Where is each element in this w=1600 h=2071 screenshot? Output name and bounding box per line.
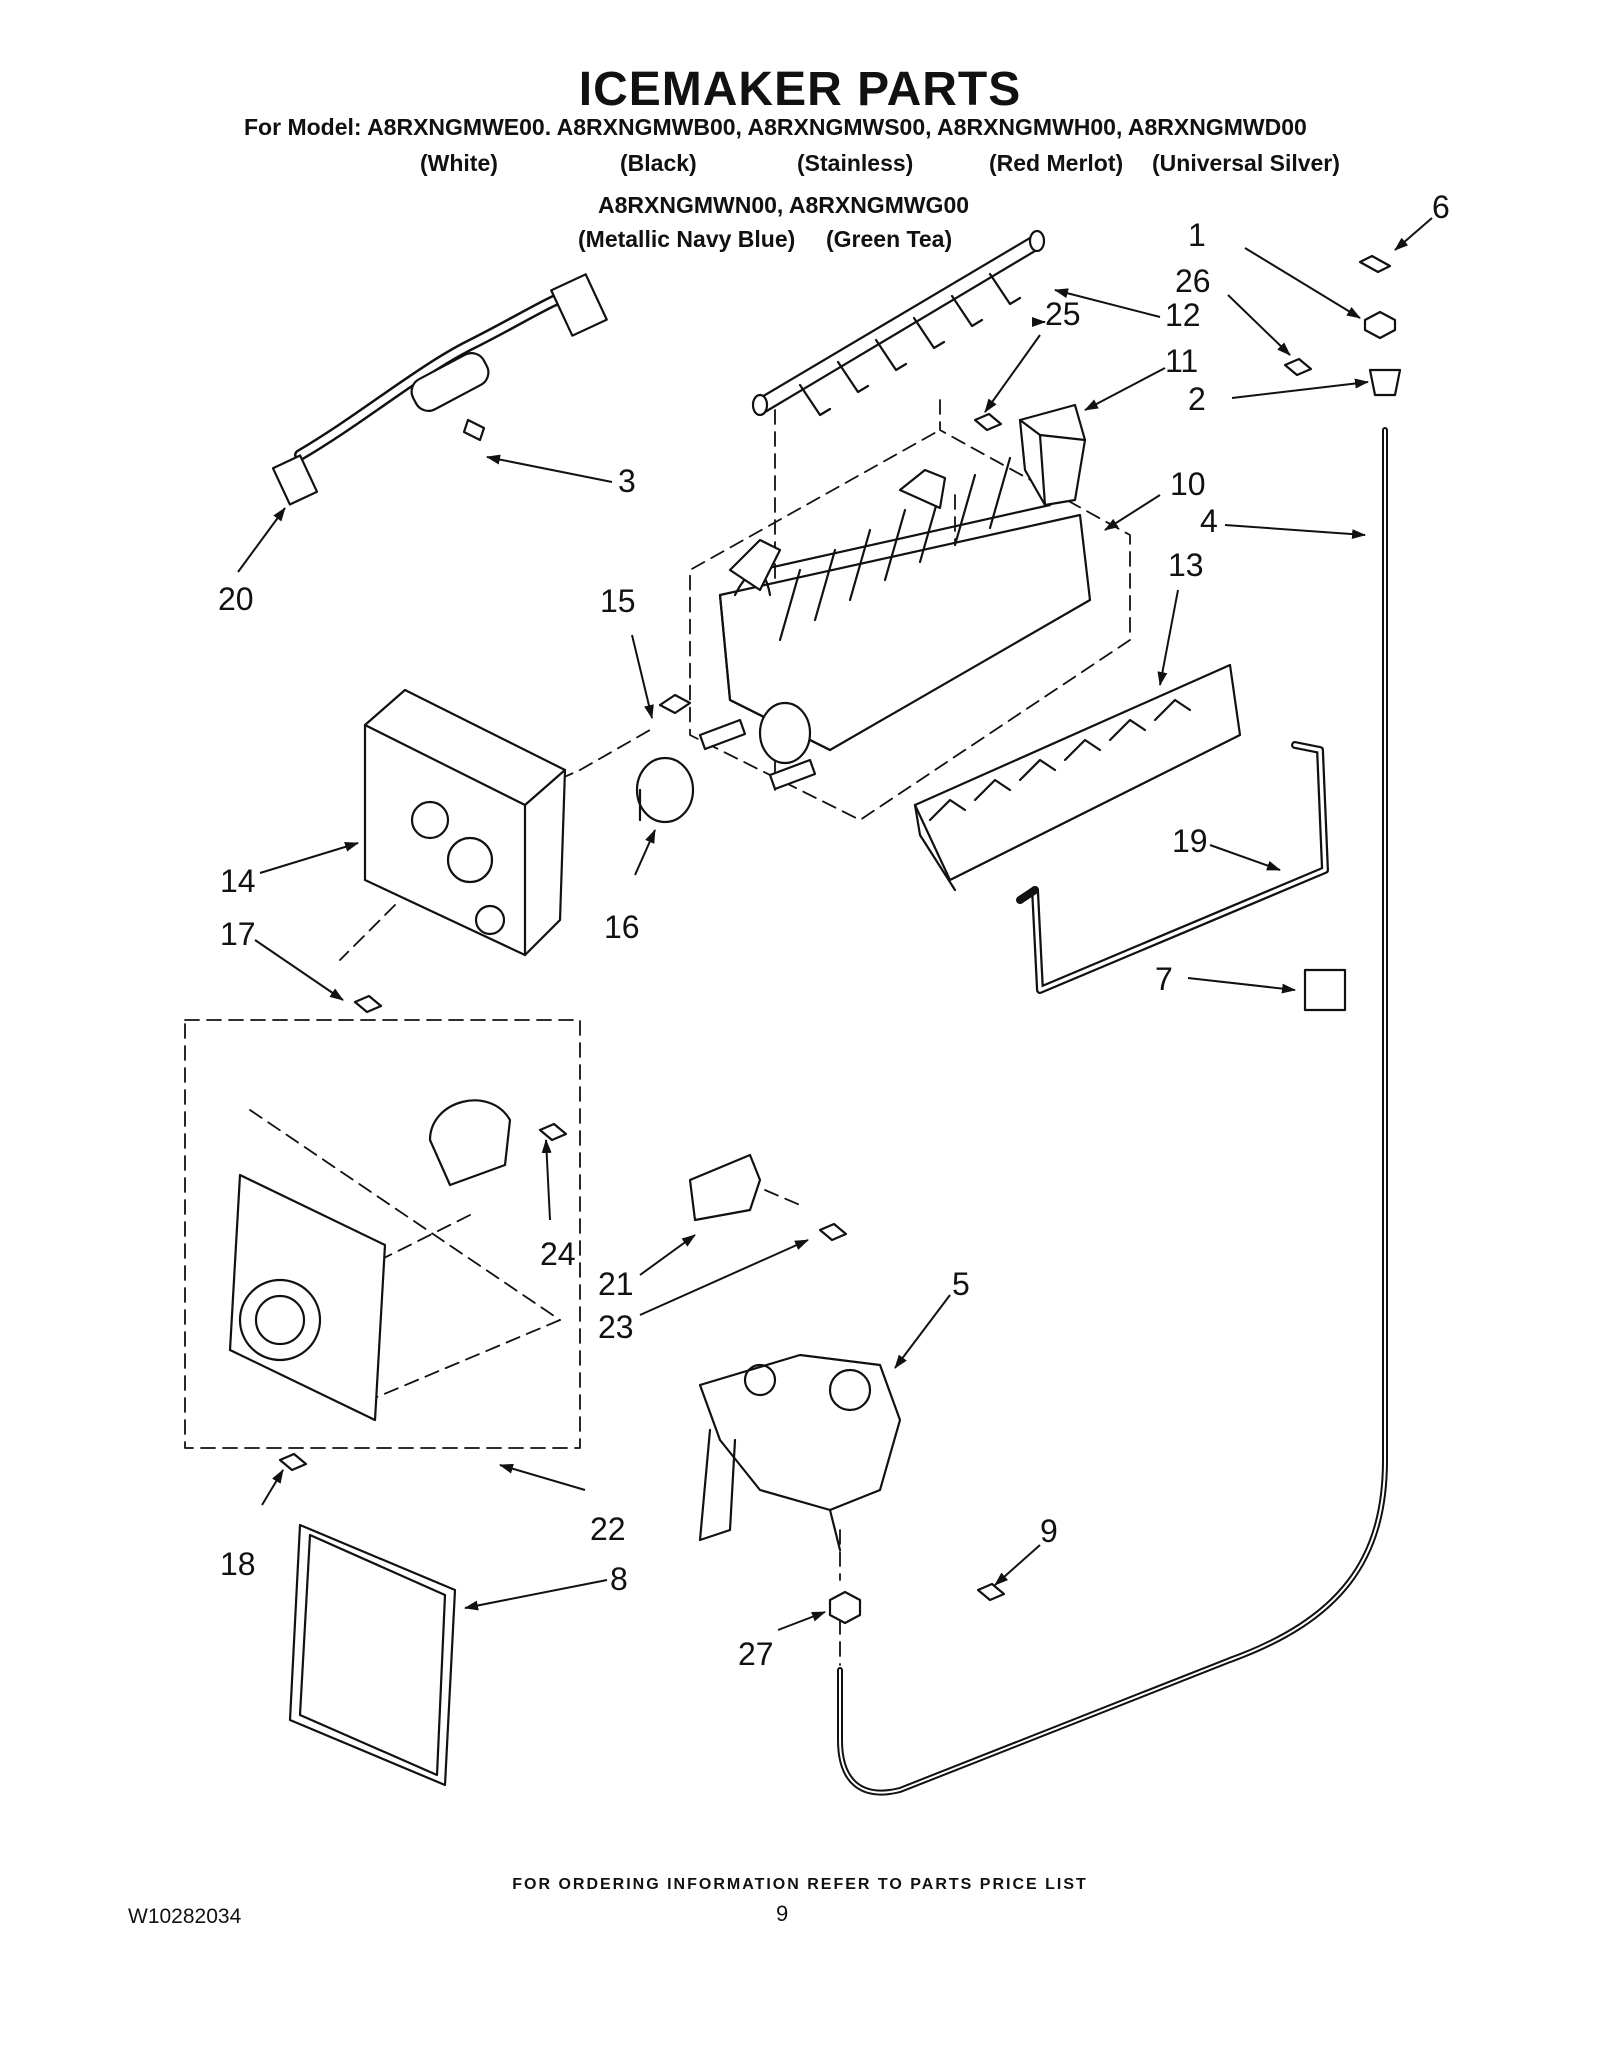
callout-1: 1 <box>1188 217 1206 253</box>
fill-cup-part <box>1018 403 1087 507</box>
control-housing-part <box>363 688 567 957</box>
water-valve-part <box>698 1353 902 1552</box>
callout-6: 6 <box>1432 189 1450 225</box>
callout-11: 11 <box>1165 343 1198 379</box>
callout-5: 5 <box>952 1266 970 1302</box>
thermostat-clip-part <box>658 693 692 715</box>
page-number: 9 <box>776 1901 789 1926</box>
shutoff-arm-part <box>1016 741 1329 994</box>
callout-14: 14 <box>220 863 256 899</box>
callout-16: 16 <box>604 909 640 945</box>
callout-22: 22 <box>590 1511 626 1547</box>
models-line-1: For Model: A8RXNGMWE00. A8RXNGMWB00, A8R… <box>244 114 1307 140</box>
color-metallic-navy-blue: (Metallic Navy Blue) <box>578 226 796 252</box>
callout-17: 17 <box>220 916 256 952</box>
ice-stripper-part <box>913 663 1242 892</box>
callout-2: 2 <box>1188 381 1206 417</box>
motor-module-part <box>228 1099 512 1422</box>
document-number: W10282034 <box>128 1905 242 1928</box>
page-title: ICEMAKER PARTS <box>578 63 1022 116</box>
color-red-merlot: (Red Merlot) <box>989 150 1124 176</box>
color-green-tea: (Green Tea) <box>826 226 953 252</box>
color-white: (White) <box>420 150 498 176</box>
callout-9: 9 <box>1040 1513 1058 1549</box>
callout-23: 23 <box>598 1309 634 1345</box>
shield-part <box>688 1153 762 1222</box>
callout-3: 3 <box>618 463 636 499</box>
callout-8: 8 <box>610 1561 628 1597</box>
callout-4: 4 <box>1200 503 1218 539</box>
tube-cap-part <box>1368 368 1402 397</box>
screw-parts <box>278 254 1397 1625</box>
color-stainless: (Stainless) <box>797 150 914 176</box>
callout-26: 26 <box>1175 263 1211 299</box>
callout-20: 20 <box>218 581 254 617</box>
thermostat-part <box>635 756 695 824</box>
callout-18: 18 <box>220 1546 256 1582</box>
ordering-note: FOR ORDERING INFORMATION REFER TO PARTS … <box>512 1876 1088 1893</box>
callout-12: 12 <box>1165 297 1201 333</box>
callout-25: 25 <box>1045 296 1081 332</box>
callout-15: 15 <box>600 583 636 619</box>
ejector-arm-part <box>751 229 1046 417</box>
callout-21: 21 <box>598 1266 634 1302</box>
callout-24: 24 <box>540 1236 576 1272</box>
clip-part <box>1303 968 1347 1012</box>
color-universal-silver: (Universal Silver) <box>1152 150 1340 176</box>
callout-7: 7 <box>1155 961 1173 997</box>
cover-part <box>288 1523 457 1787</box>
callout-13: 13 <box>1168 547 1204 583</box>
color-black: (Black) <box>620 150 697 176</box>
callout-19: 19 <box>1172 823 1208 859</box>
callout-10: 10 <box>1170 466 1206 502</box>
callout-27: 27 <box>738 1636 774 1672</box>
models-line-2: A8RXNGMWN00, A8RXNGMWG00 <box>598 192 970 218</box>
wire-harness-part <box>271 273 608 506</box>
icemaker-mold-part <box>698 456 1092 791</box>
